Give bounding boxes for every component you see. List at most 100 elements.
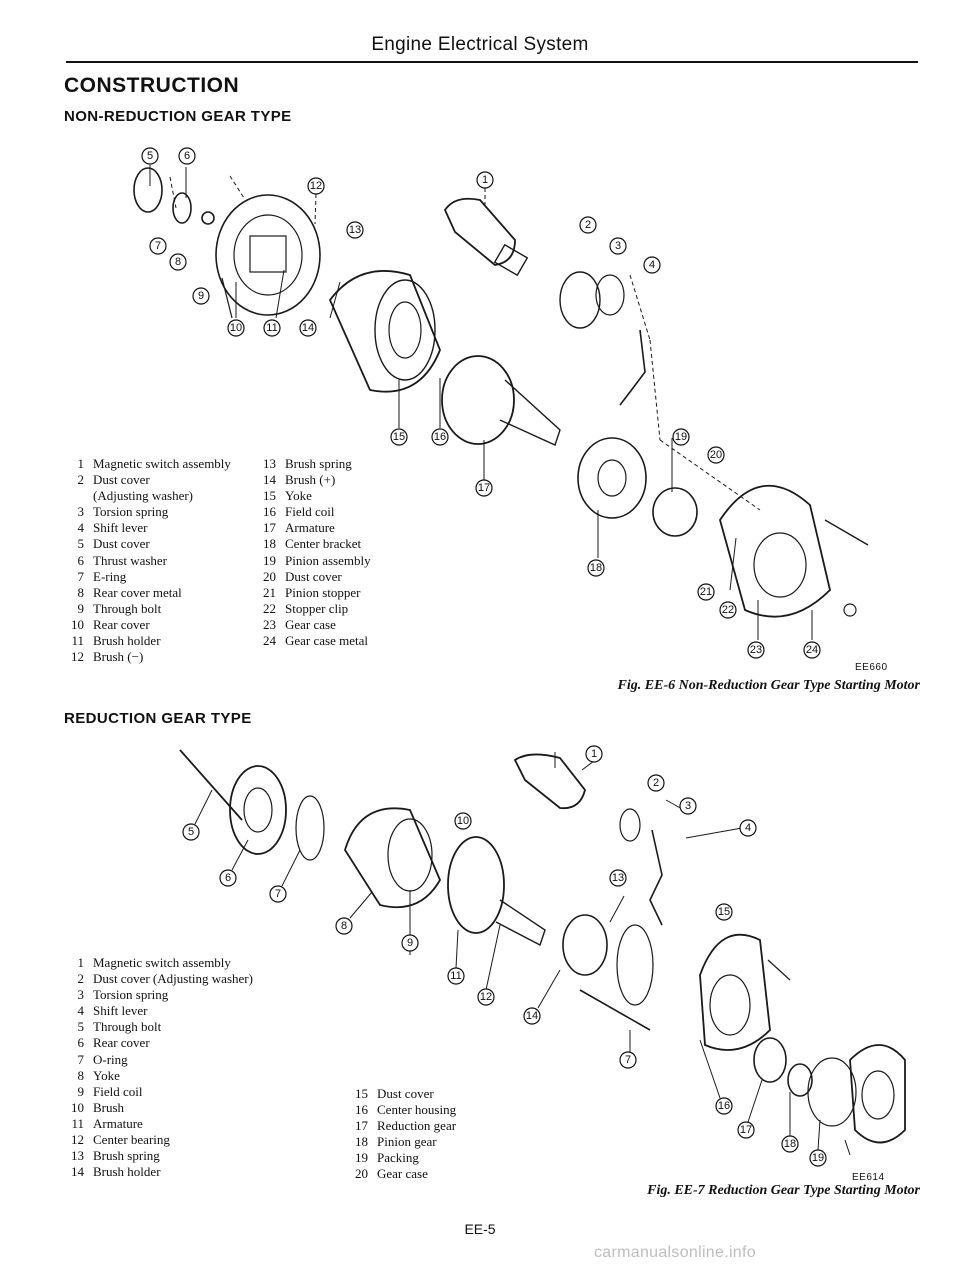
legend-item: 10 Brush bbox=[64, 1100, 253, 1116]
legend-number: 21 bbox=[263, 584, 276, 600]
armature-part-r bbox=[447, 836, 505, 934]
legend-number: 3 bbox=[77, 987, 85, 1003]
legend-label: Gear case bbox=[377, 1166, 428, 1182]
page-number: EE-5 bbox=[464, 1221, 496, 1237]
yoke-part-r bbox=[344, 807, 442, 909]
callout-15: 15 bbox=[393, 431, 405, 443]
legend-item: (Adjusting washer) bbox=[64, 488, 231, 504]
gear-case-part-r bbox=[849, 1044, 906, 1144]
r-callout-6: 6 bbox=[225, 872, 231, 884]
r-callout-5: 5 bbox=[188, 826, 194, 838]
non-reduction-exploded-diagram: 5 6 7 8 9 10 11 14 12 13 1 2 3 4 15 16 1… bbox=[133, 147, 869, 659]
legend-number: 4 bbox=[77, 1003, 85, 1019]
r-callout-11: 11 bbox=[450, 970, 461, 982]
legend-number: 15 bbox=[355, 1086, 368, 1101]
legend-label: Reduction gear bbox=[377, 1118, 457, 1134]
reduction-gear-part bbox=[753, 1037, 787, 1083]
through-bolt-part bbox=[221, 277, 233, 319]
callout-16: 16 bbox=[434, 431, 446, 443]
legend-number: 10 bbox=[71, 1099, 84, 1115]
r-callout-17: 17 bbox=[740, 1124, 752, 1136]
legend-number: 8 bbox=[77, 584, 85, 600]
legend-label: Armature bbox=[285, 520, 335, 536]
legend-label: Stopper clip bbox=[285, 600, 349, 616]
legend-number: 18 bbox=[263, 536, 276, 552]
legend-label: Dust cover (Adjusting washer) bbox=[93, 971, 253, 987]
legend-item: 18 Center bracket bbox=[256, 536, 371, 552]
legend-number: 6 bbox=[77, 1035, 85, 1051]
magnetic-switch-part bbox=[443, 197, 516, 266]
r-callout-18: 18 bbox=[784, 1138, 796, 1150]
r-callout-3: 3 bbox=[685, 800, 691, 812]
callout-1: 1 bbox=[482, 174, 488, 186]
legend-label: Pinion assembly bbox=[285, 552, 371, 568]
callout-17: 17 bbox=[478, 482, 490, 494]
legend-label: Dust cover bbox=[93, 472, 150, 488]
legend-label: Gear case metal bbox=[285, 633, 369, 649]
figure-code-ee660: EE660 bbox=[855, 662, 888, 673]
legend-label: Dust cover bbox=[377, 1086, 434, 1101]
dust-cover-part bbox=[133, 167, 163, 213]
legend-number: 12 bbox=[71, 649, 84, 665]
e-ring-part bbox=[201, 211, 215, 225]
callout-20: 20 bbox=[710, 449, 722, 461]
legend-label: Pinion stopper bbox=[285, 584, 361, 600]
callout-19: 19 bbox=[675, 431, 687, 443]
callout-22: 22 bbox=[722, 604, 734, 616]
legend-label: Shift lever bbox=[93, 520, 148, 536]
section-title: CONSTRUCTION bbox=[64, 74, 240, 97]
legend-number: 20 bbox=[355, 1166, 368, 1182]
legend-item: 15 Dust cover bbox=[348, 1086, 456, 1102]
legend-label: Torsion spring bbox=[93, 987, 169, 1003]
legend-number: 2 bbox=[77, 971, 85, 987]
legend-number: 20 bbox=[263, 568, 276, 584]
callout-21: 21 bbox=[700, 586, 712, 598]
r-callout-2: 2 bbox=[653, 777, 659, 789]
brush-holder-part-r bbox=[562, 914, 608, 976]
legend-number: 17 bbox=[355, 1118, 368, 1134]
legend-number: 15 bbox=[263, 488, 276, 504]
legend-label: Brush holder bbox=[93, 1164, 161, 1180]
pinion-assembly-part bbox=[652, 487, 698, 537]
yoke-part bbox=[328, 270, 441, 393]
legend-label: O-ring bbox=[93, 1051, 128, 1067]
callout-7: 7 bbox=[155, 240, 161, 252]
rear-cover-part-r bbox=[229, 765, 287, 855]
callout-5: 5 bbox=[147, 150, 153, 162]
r-callout-16: 16 bbox=[718, 1100, 730, 1112]
legend-number bbox=[64, 488, 84, 504]
legend-label: Center bearing bbox=[93, 1132, 170, 1148]
legend-label: Shift lever bbox=[93, 1003, 148, 1019]
legend-label: Brush spring bbox=[93, 1148, 160, 1164]
legend-number: 16 bbox=[263, 504, 276, 520]
legend-label: Field coil bbox=[93, 1083, 143, 1099]
legend-number: 5 bbox=[77, 536, 85, 552]
legend-label: Brush bbox=[93, 1099, 125, 1115]
rear-cover-part bbox=[215, 194, 321, 316]
legend-number: 24 bbox=[263, 633, 276, 649]
legend-item: 24 Gear case metal bbox=[256, 633, 371, 649]
r-callout-13: 13 bbox=[612, 872, 624, 884]
legend-label: (Adjusting washer) bbox=[93, 488, 194, 504]
legend-number: 23 bbox=[263, 616, 276, 632]
callout-8: 8 bbox=[175, 256, 181, 268]
shift-lever-part-r bbox=[649, 829, 663, 926]
legend-label: Armature bbox=[93, 1115, 143, 1131]
header-rule bbox=[66, 61, 918, 63]
page-header-title: Engine Electrical System bbox=[371, 34, 589, 55]
legend-label: Center bracket bbox=[285, 536, 362, 552]
